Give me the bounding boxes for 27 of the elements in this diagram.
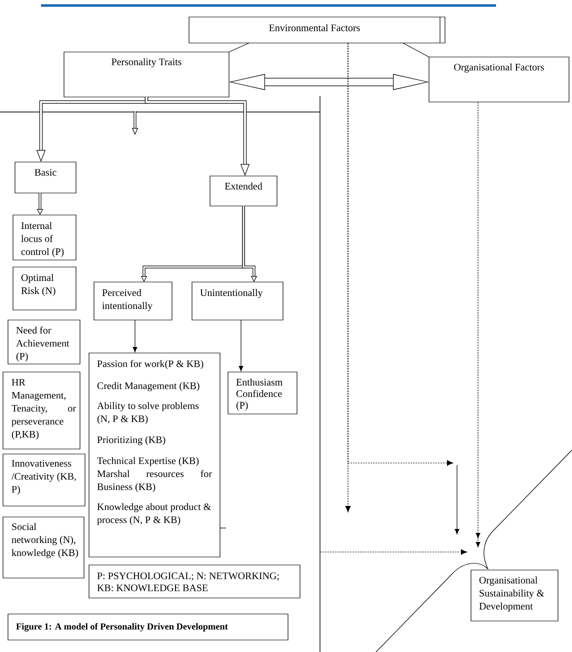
text-box: Basic — [14, 162, 76, 194]
text-box: Passion for work(P & KB) Credit Management (KB) Ability to solve problems (N, P & KB) Prioritizing (KB) Technical Expertise (KB) Marshal resources for Business (KB) Knowledge about product & process (N, P & KB) — [88, 352, 220, 558]
dotted-arrow — [348, 42, 454, 466]
arrow — [238, 320, 244, 372]
text-box: Internal locus of control (P) — [12, 214, 76, 260]
text-box: Organisational Sustainability & Development — [470, 570, 558, 622]
text-box: Innovativeness /Creativity (KB, P) — [2, 454, 86, 506]
text-box: Organisational Factors — [428, 56, 570, 102]
hollow-arrow — [242, 206, 258, 282]
text-box: Enthusiasm Confidence (P) — [228, 372, 298, 414]
connector-line — [228, 42, 250, 52]
text-box: Unintentionally — [192, 282, 284, 320]
text-box: Perceived intentionally — [94, 282, 172, 320]
text-box: Need for Achievement (P) — [8, 320, 80, 364]
text-box: Environmental Factors — [188, 16, 446, 44]
dashed-arrow — [476, 102, 480, 548]
text-box: Optimal Risk (N) — [12, 266, 76, 310]
frame — [0, 112, 320, 652]
text-box: Personality Traits — [64, 52, 230, 98]
caption-box: Figure 1: A model of Personality Driven Development — [8, 614, 288, 640]
text-box: Extended — [210, 176, 278, 206]
text-box: Social networking (N), knowledge (KB) — [2, 516, 84, 578]
arrow — [132, 320, 138, 352]
text-box: HR Management, Tenacity, or perseverance (P,KB) — [2, 372, 80, 450]
key-box: P: PSYCHOLOGICAL; N: NETWORKING; KB: KNOWLEDGE BASE — [88, 564, 300, 598]
connector-line — [402, 42, 430, 58]
dotted-arrow — [320, 549, 468, 555]
